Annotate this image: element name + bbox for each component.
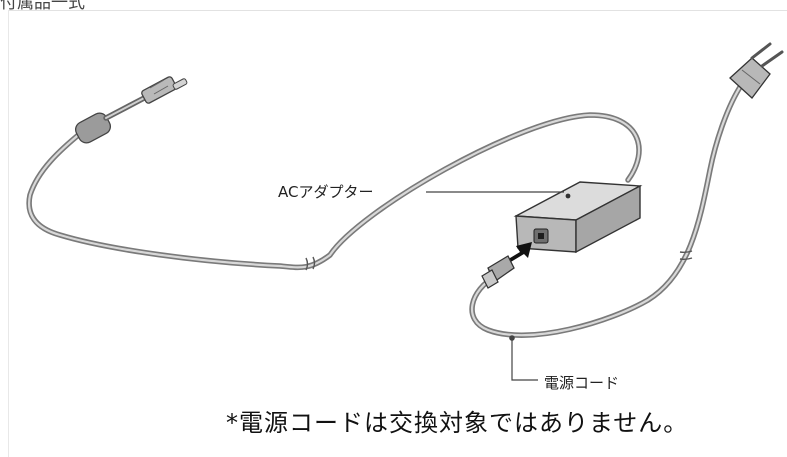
power-cord bbox=[469, 81, 745, 338]
ac-adapter bbox=[513, 181, 643, 254]
ac-adapter-label: ACアダプター bbox=[278, 183, 374, 201]
ac-plug bbox=[729, 42, 784, 99]
dc-cable bbox=[26, 112, 642, 271]
dc-plug bbox=[74, 76, 188, 144]
power-cord-label: 電源コード bbox=[544, 374, 620, 392]
leader-lines bbox=[426, 191, 564, 381]
frame-left-border bbox=[8, 10, 9, 457]
iec-connector bbox=[481, 255, 515, 289]
frame-top-border bbox=[8, 10, 787, 11]
footnote: *電源コードは交換対象ではありません。 bbox=[226, 409, 689, 437]
section-title: 付属品一式 bbox=[0, 0, 85, 13]
